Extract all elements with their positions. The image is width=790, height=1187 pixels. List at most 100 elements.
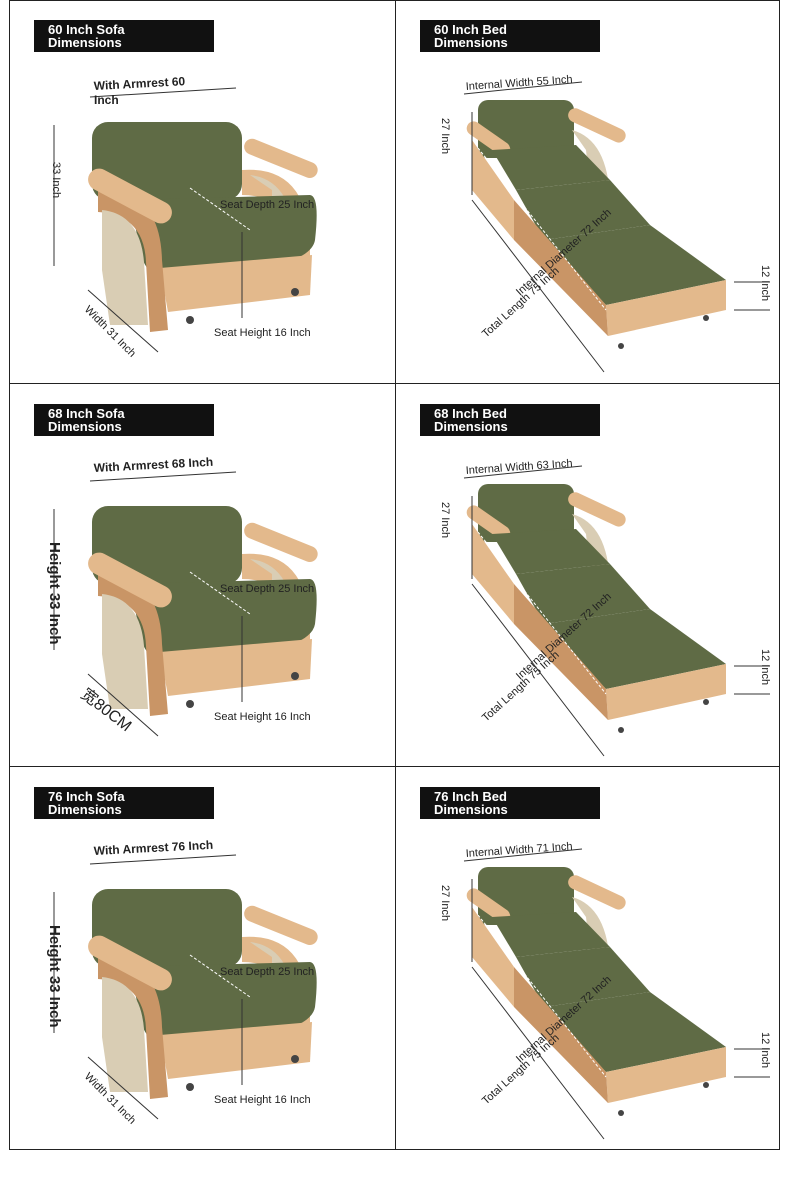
sofa-left-arm-frame — [98, 573, 168, 716]
bed-caster — [703, 1082, 709, 1088]
bed-cushion-1 — [492, 912, 610, 957]
bed-wood-base — [606, 280, 726, 336]
bed-left-armrest — [466, 888, 511, 924]
sofa-left-armrest — [88, 552, 172, 608]
bed-cushion-3 — [544, 992, 726, 1072]
sofa-wood-base — [160, 1022, 312, 1079]
seat-depth-label: Seat Depth 25 Inch — [220, 966, 314, 978]
internal-diameter-guide — [477, 147, 607, 311]
panel-bed-60: 60 Inch Bed Dimensions Internal Width 55… — [396, 0, 781, 383]
sofa-back-cushion — [92, 506, 242, 584]
bed-caster — [618, 727, 624, 733]
leg-height-label: 12 Inch — [759, 1032, 771, 1068]
sofa-left-rattan-panel — [102, 594, 148, 709]
internal-width-dimension-line — [463, 848, 583, 862]
sofa-caster — [291, 288, 299, 296]
banner-subtitle: Dimensions — [434, 35, 508, 50]
armrest-label: With Armrest 76 Inch — [93, 838, 213, 858]
width-dimension-line — [87, 673, 159, 737]
bed-side-panel — [514, 967, 608, 1103]
sofa-left-armrest — [88, 168, 172, 224]
sofa-seat-cushion — [130, 579, 317, 662]
banner-subtitle: Dimensions — [48, 35, 122, 50]
banner-title: 60 Inch Sofa — [48, 22, 125, 37]
banner-title: 76 Inch Sofa — [48, 789, 125, 804]
height-label: 33 Inch — [50, 162, 62, 198]
bed-right-armrest — [568, 492, 626, 527]
internal-width-label: Internal Width 71 Inch — [465, 841, 573, 860]
height-label: Height 33 Inch — [46, 542, 63, 645]
total-length-dimension-line — [471, 199, 605, 373]
total-length-dimension-line — [471, 583, 605, 757]
bed-caster — [618, 1110, 624, 1116]
sofa-left-arm-frame — [98, 956, 168, 1099]
total-length-dimension-line — [471, 966, 605, 1140]
bed-wood-base — [606, 1047, 726, 1103]
total-length-label: Total Length 75 Inch — [480, 265, 562, 340]
bed-cushion-2 — [516, 947, 650, 1007]
sofa-left-rattan-panel — [102, 210, 148, 325]
bed-caster — [703, 315, 709, 321]
armrest-label: With Armrest 68 Inch — [93, 455, 213, 475]
internal-diameter-guide — [477, 914, 607, 1078]
height-label: 27 Inch — [439, 118, 451, 154]
seat-depth-guide — [189, 571, 251, 615]
bed-right-armrest — [568, 108, 626, 143]
sofa-caster — [291, 1055, 299, 1063]
panel-grid — [9, 0, 780, 1150]
bed-caster — [703, 699, 709, 705]
bed-cushion-1 — [492, 529, 610, 574]
banner-subtitle: Dimensions — [48, 802, 122, 817]
leg-height-label: 12 Inch — [759, 649, 771, 685]
internal-width-label: Internal Width 63 Inch — [465, 458, 573, 477]
armrest-dimension-line — [89, 87, 237, 98]
bed-left-frame — [472, 140, 514, 240]
sofa-caster — [186, 316, 194, 324]
sofa-back-cushion — [92, 122, 242, 200]
panel-bed-76: 76 Inch Bed Dimensions Internal Width 71… — [396, 767, 781, 1150]
sofa-seat-cushion — [130, 195, 317, 278]
seat-depth-label: Seat Depth 25 Inch — [220, 199, 314, 211]
bed-side-panel — [514, 200, 608, 336]
panel-banner: 60 Inch Sofa Dimensions — [34, 20, 214, 52]
internal-diameter-guide — [477, 531, 607, 695]
total-length-label: Total Length 75 Inch — [480, 1032, 562, 1107]
panel-sofa-76: 76 Inch Sofa Dimensions With Armrest 76 … — [10, 767, 395, 1150]
banner-subtitle: Dimensions — [434, 419, 508, 434]
sofa-left-rattan-panel — [102, 977, 148, 1092]
bed-cushion-3 — [544, 609, 726, 689]
bed-cushion-2 — [516, 180, 650, 240]
banner-title: 60 Inch Bed — [434, 22, 507, 37]
bed-left-armrest — [466, 121, 511, 157]
seat-height-label: Seat Height 16 Inch — [214, 711, 311, 723]
banner-subtitle: Dimensions — [434, 802, 508, 817]
seat-height-label: Seat Height 16 Inch — [214, 327, 311, 339]
armrest-label: With Armrest 60 — [93, 74, 185, 93]
armrest-label-unit: Inch — [94, 93, 119, 107]
width-dimension-line — [87, 289, 159, 353]
bed-cushion-1 — [492, 145, 610, 190]
sofa-caster — [291, 672, 299, 680]
internal-width-dimension-line — [463, 465, 583, 479]
bed-wood-base — [606, 664, 726, 720]
sofa-back-cushion — [92, 889, 242, 967]
height-label: 27 Inch — [439, 502, 451, 538]
bed-left-frame — [472, 524, 514, 624]
panel-banner: 76 Inch Sofa Dimensions — [34, 787, 214, 819]
height-label: Height 33 Inch — [46, 925, 63, 1028]
sofa-wood-base — [160, 255, 312, 312]
sofa-left-arm-frame — [98, 189, 168, 332]
bed-cushion-3 — [544, 225, 726, 305]
grid-divider-vertical — [395, 0, 396, 1150]
banner-title: 68 Inch Sofa — [48, 406, 125, 421]
internal-width-label: Internal Width 55 Inch — [465, 74, 573, 93]
seat-depth-guide — [189, 187, 251, 231]
sofa-right-armrest — [244, 138, 318, 178]
panel-banner: 68 Inch Bed Dimensions — [420, 404, 600, 436]
